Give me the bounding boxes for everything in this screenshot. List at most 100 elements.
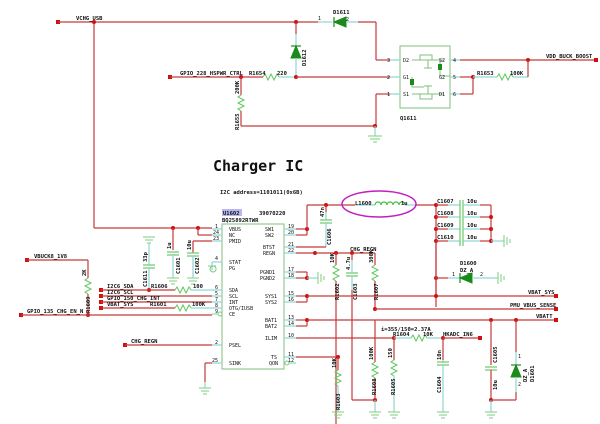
label-r1607: R1607 xyxy=(374,283,380,300)
port-vbatt[interactable] xyxy=(554,318,558,322)
highlight-ellipse xyxy=(341,190,417,218)
ic-pin-name: STAT xyxy=(229,260,241,266)
label-c1610: C1610 xyxy=(437,235,454,241)
label-vbat-sys-in: VBAT_SYS xyxy=(107,302,134,308)
net-gpio-135 xyxy=(19,313,212,317)
ic-pin-num: 16 xyxy=(288,297,294,303)
d1611-pin2: 2 xyxy=(346,17,349,23)
value-r1605: 150 xyxy=(388,348,394,358)
diode-d1611 xyxy=(294,16,390,61)
label-c1608: C1608 xyxy=(437,211,454,217)
value-c1609: 10u xyxy=(467,223,477,229)
sw-net xyxy=(296,203,355,236)
value-c1603: 4.7u xyxy=(346,257,352,270)
label-i2c6-sda: I2C6_SDA xyxy=(107,284,134,290)
net-vbat-sys-in xyxy=(99,303,212,313)
ic-pin-name: TS xyxy=(271,355,277,361)
label-c1609: C1609 xyxy=(437,223,454,229)
diode-d1601 xyxy=(510,320,522,400)
value-r1655: 200K xyxy=(235,80,241,94)
ic-pin-num: 18 xyxy=(288,273,294,279)
label-c1602: C1602 xyxy=(195,257,201,274)
net-vdd-buck-boost xyxy=(460,58,598,95)
vbus-net xyxy=(94,226,212,253)
value-r1606: 100 xyxy=(193,284,203,290)
vbatt-net xyxy=(296,318,558,327)
ic-pin-num: 5 xyxy=(215,291,218,297)
q1611-label-d2: D2 xyxy=(403,58,409,64)
ic-pin-name: BAT2 xyxy=(265,324,277,330)
ic-part-name: BQ25892RTWR xyxy=(222,218,259,224)
label-r1654: R1654 xyxy=(249,71,266,77)
port-vdd-buck-boost[interactable] xyxy=(594,58,598,62)
value-r1601: 100K xyxy=(192,302,206,308)
label-r1604: R1604 xyxy=(393,332,410,338)
capacitor-c1601 xyxy=(167,228,179,285)
ic-pin-name: NC xyxy=(229,233,235,239)
label-c1603: C1603 xyxy=(353,283,359,300)
value-r1607: 300K xyxy=(369,249,375,263)
ic-pin-name: REGN xyxy=(263,251,275,257)
ic-pin-name: SYS1 xyxy=(265,294,277,300)
ic-pin-name: PMID xyxy=(229,239,241,245)
type-d1601: DZ_A xyxy=(523,368,529,382)
label-chg-regn-left: CHG_REGN xyxy=(131,339,158,345)
value-c1601: 1u xyxy=(167,242,173,249)
diode-d1600 xyxy=(434,272,505,284)
ic-pin-name: PGND1 xyxy=(260,270,275,276)
label-chg-regn-top: CHG_REGN xyxy=(350,247,377,253)
sys-net xyxy=(296,241,558,303)
port-pmu-vbus-sense[interactable] xyxy=(554,307,558,311)
ic-pin-num: 24 xyxy=(213,230,219,236)
value-r1608: 100K xyxy=(369,346,375,360)
ic-pin-name: SW1 xyxy=(265,227,274,233)
ic-pin-name: SINK xyxy=(229,361,241,367)
ic-pin-num: 4 xyxy=(215,256,218,262)
stat-pin-open xyxy=(208,262,217,273)
label-vbuck8: VBUCK8_1V8 xyxy=(34,254,67,260)
ic-pin-name: PGND2 xyxy=(260,276,275,282)
label-hkadc: HKADC_IN6 xyxy=(443,332,473,338)
label-vbat-sys-out: VBAT_SYS xyxy=(528,290,555,296)
ic-pin-num: 20 xyxy=(288,230,294,236)
ic-pin-name: CE xyxy=(229,312,235,318)
pgnd-net xyxy=(296,271,325,284)
label-i2c6-scl: I2C6_SCL xyxy=(107,290,134,296)
label-r1608: R1608 xyxy=(372,378,378,395)
net-i2c-scl xyxy=(99,294,212,298)
ic-pin-name: OTG/IUSB xyxy=(229,306,253,312)
ic-pin-num: 13 xyxy=(288,315,294,321)
ic-pin-name: PSEL xyxy=(229,343,241,349)
label-gpio-150: GPIO_150_CHG_INT xyxy=(107,296,161,302)
q1611-pin4: 4 xyxy=(453,58,456,64)
label-r1602: R1602 xyxy=(335,283,341,300)
ic-pin-num: 14 xyxy=(288,321,294,327)
port-vbat-sys-out[interactable] xyxy=(554,294,558,298)
resistor-r1608 xyxy=(352,320,381,419)
ic-pin-num: 7 xyxy=(215,297,218,303)
net-gpio-150 xyxy=(99,300,212,304)
inductor-l1600 xyxy=(341,190,436,218)
q1611-pin2: 2 xyxy=(387,75,390,81)
current-note: i=355/150=2.37A xyxy=(381,327,431,333)
label-r1653: R1653 xyxy=(477,71,494,77)
mosfet-q1611 xyxy=(376,45,460,109)
ic-pin-name: PG xyxy=(229,266,235,272)
label-gpio-135: GPIO_135_CHG_EN_N xyxy=(27,309,83,315)
value-c1604: 10n xyxy=(437,350,443,360)
q1611-pin6: 6 xyxy=(453,92,456,98)
ic-pin-num: 8 xyxy=(215,303,218,309)
q1611-pin1: 1 xyxy=(387,92,390,98)
d1611-pin1: 1 xyxy=(318,16,321,22)
d1601-pin1: 1 xyxy=(518,354,521,360)
label-d1611: D1611 xyxy=(333,10,350,16)
label-r1601: R1601 xyxy=(150,302,167,308)
d1600-pin1: 1 xyxy=(452,272,455,278)
port-hkadc[interactable] xyxy=(478,336,482,340)
ic-pin-num: 9 xyxy=(215,309,218,315)
label-vdd-buck-boost: VDD_BUCK_BOOST xyxy=(546,54,593,60)
value-c1607: 10u xyxy=(467,199,477,205)
net-i2c-sda xyxy=(99,285,212,295)
q1611-pin3: 3 xyxy=(387,58,390,64)
